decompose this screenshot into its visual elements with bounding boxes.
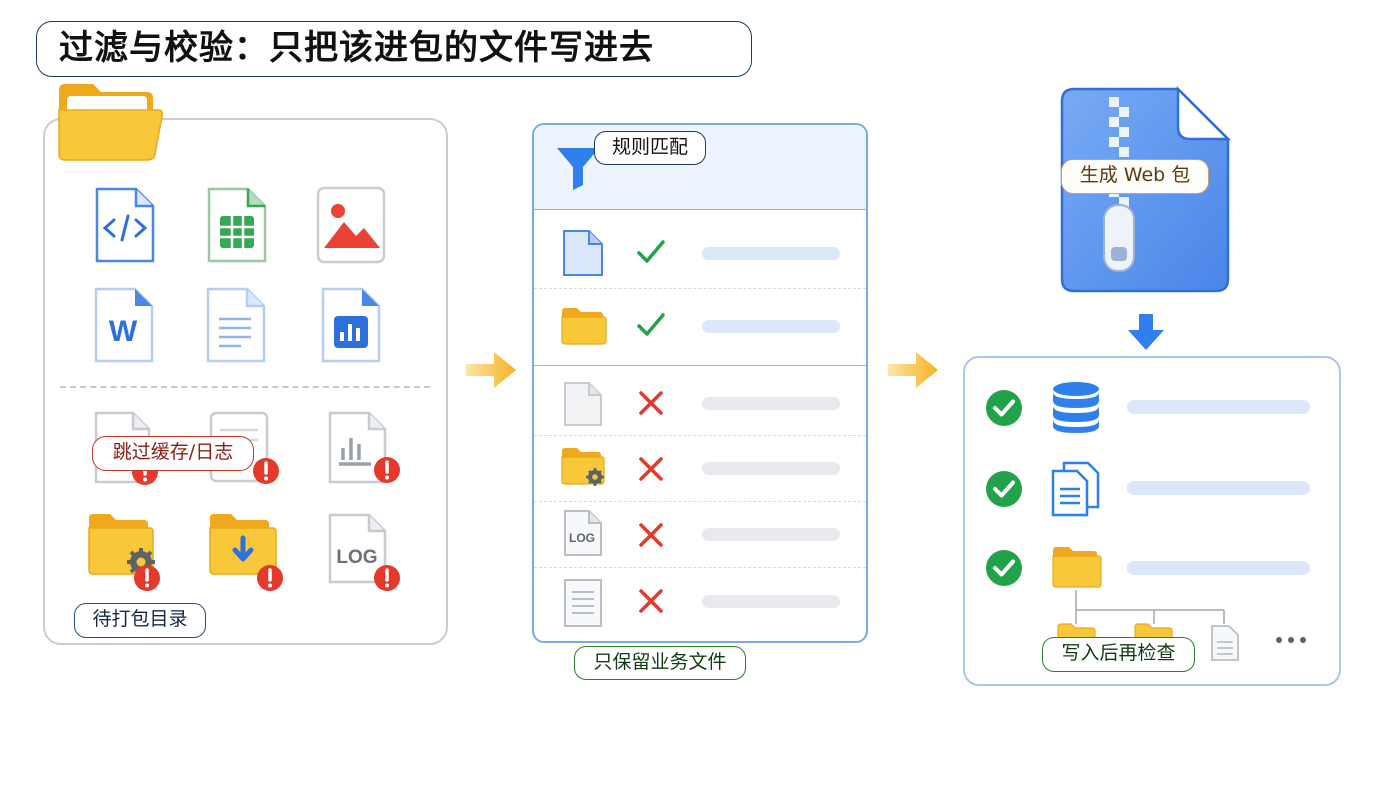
page-title: 过滤与校验：只把该进包的文件写进去: [36, 21, 752, 77]
document-name-placeholder: [1127, 481, 1310, 495]
more-icon: [1276, 637, 1306, 643]
tree-connector: [1075, 590, 1225, 624]
keep-business-files-caption: 只保留业务文件: [574, 646, 746, 680]
row-divider: [534, 288, 866, 289]
folder-name-placeholder: [702, 462, 840, 475]
download-folder-icon: [209, 514, 283, 591]
reject-icon: [639, 457, 663, 481]
chart-file-icon: [321, 287, 381, 363]
filter-icon: [557, 148, 599, 190]
check-icon: [637, 240, 665, 263]
svg-text:W: W: [109, 315, 138, 348]
row-divider: [534, 501, 866, 502]
svg-text:LOG: LOG: [569, 531, 595, 545]
check-icon: [637, 313, 665, 336]
image-file-icon: [316, 186, 386, 264]
reject-icon: [639, 523, 663, 547]
folder-icon: [561, 308, 607, 345]
write-then-check-caption: 写入后再检查: [1042, 637, 1195, 672]
database-name-placeholder: [1127, 400, 1310, 414]
subfile-icon: [1211, 625, 1239, 661]
svg-text:LOG: LOG: [336, 547, 377, 568]
arrow-right-icon: [466, 352, 516, 388]
source-directory-caption: 待打包目录: [74, 603, 206, 638]
text-file-icon: [564, 579, 602, 627]
file-name-placeholder: [702, 595, 840, 608]
log-file-icon: LOG: [328, 513, 400, 591]
documents-icon: [1051, 461, 1100, 517]
log-file-icon: LOG: [564, 510, 602, 556]
skip-cache-log-label: 跳过缓存/日志: [92, 436, 254, 471]
file-icon: [563, 230, 603, 276]
check-circle-icon: [986, 390, 1022, 426]
generate-web-package-label: 生成 Web 包: [1061, 159, 1209, 194]
rule-matching-label: 规则匹配: [594, 131, 706, 165]
spreadsheet-file-icon: [207, 187, 267, 263]
file-name-placeholder: [702, 528, 840, 541]
reject-icon: [639, 589, 663, 613]
arrow-down-icon: [1128, 314, 1164, 350]
word-file-icon: W: [94, 287, 154, 363]
folder-icon: [58, 84, 163, 161]
settings-folder-icon: [561, 448, 605, 486]
code-file-icon: [95, 187, 155, 263]
check-circle-icon: [986, 550, 1022, 586]
file-name-placeholder: [702, 247, 840, 260]
folder-name-placeholder: [1127, 561, 1310, 575]
section-divider: [60, 386, 430, 388]
folder-icon: [1052, 547, 1102, 588]
arrow-right-icon: [888, 352, 938, 388]
folder-name-placeholder: [702, 320, 840, 333]
kept-rejected-divider: [534, 365, 866, 366]
blank-file-icon: [564, 382, 602, 426]
database-icon: [1053, 382, 1099, 433]
text-file-icon: [206, 287, 266, 363]
reject-icon: [639, 391, 663, 415]
file-name-placeholder: [702, 397, 840, 410]
row-divider: [534, 567, 866, 568]
check-circle-icon: [986, 471, 1022, 507]
chart-log-file-icon: [328, 411, 400, 484]
row-divider: [534, 435, 866, 436]
settings-folder-icon: [88, 514, 160, 591]
